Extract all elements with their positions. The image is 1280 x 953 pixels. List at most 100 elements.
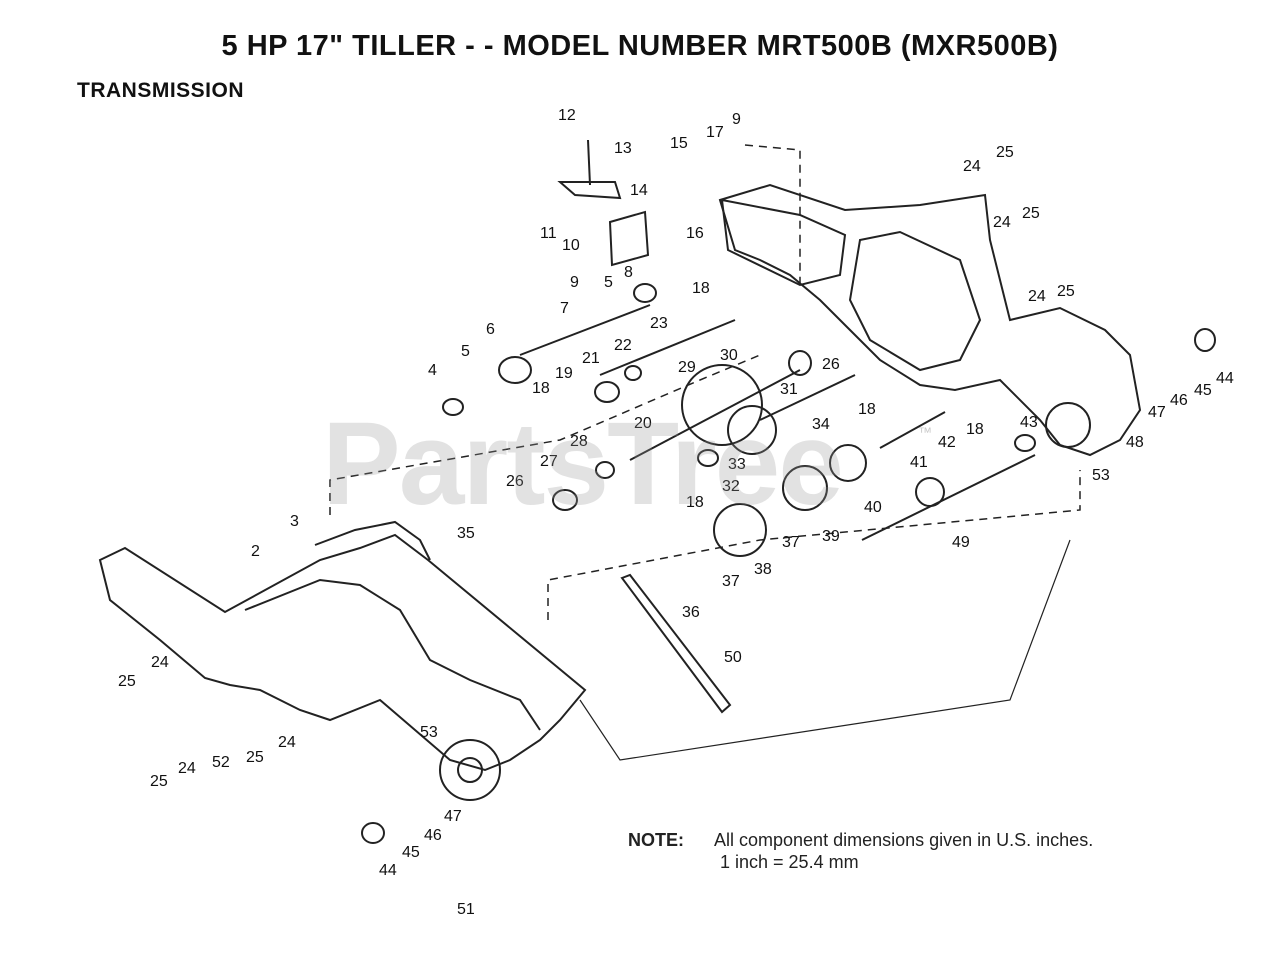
part-callout-27: 27 (540, 453, 558, 470)
part-callout-50: 50 (724, 649, 742, 666)
part-callout-11: 11 (540, 225, 557, 242)
note-label: NOTE: (628, 830, 684, 850)
part-callout-26: 26 (506, 473, 524, 490)
part-callout-25: 25 (118, 673, 136, 690)
part-callout-5: 5 (604, 274, 613, 291)
chain-50 (620, 573, 732, 714)
bearing-43 (1014, 434, 1036, 452)
part-callout-30: 30 (720, 347, 738, 364)
shaft-41 (879, 411, 946, 449)
part-callout-24: 24 (178, 760, 196, 777)
bearing-44-left (361, 822, 385, 844)
shaft-30 (629, 369, 801, 461)
part-callout-31: 31 (780, 381, 798, 398)
part-callout-24: 24 (151, 654, 169, 671)
reference-line-top (744, 144, 801, 290)
part-callout-45: 45 (1194, 382, 1212, 399)
part-callout-15: 15 (670, 135, 688, 152)
part-callout-51: 51 (457, 901, 475, 918)
watermark: PartsTree (322, 398, 844, 530)
part-callout-20: 20 (634, 415, 652, 432)
hub-53-left (439, 739, 501, 801)
sprocket-49 (915, 477, 945, 507)
part-callout-28: 28 (570, 433, 588, 450)
part-callout-43: 43 (1020, 414, 1038, 431)
shift-lever (557, 139, 622, 200)
right-side-plate-inner (848, 230, 982, 372)
part-callout-53: 53 (1092, 467, 1110, 484)
shaft-34 (759, 374, 856, 421)
part-callout-42: 42 (938, 434, 956, 451)
part-callout-33: 33 (728, 456, 746, 473)
sprocket-38 (713, 503, 767, 557)
shaft-23 (599, 319, 736, 376)
part-callout-45: 45 (402, 844, 420, 861)
part-callout-9: 9 (732, 111, 741, 128)
part-callout-25: 25 (996, 144, 1014, 161)
part-callout-14: 14 (630, 182, 648, 199)
diagram-title: 5 HP 17" TILLER - - MODEL NUMBER MRT500B… (221, 30, 1059, 62)
watermark-tm: ™ (918, 424, 932, 440)
part-callout-22: 22 (614, 337, 632, 354)
hub-53-left-inner (457, 757, 483, 783)
part-callout-24: 24 (1028, 288, 1046, 305)
reference-line-main (329, 354, 761, 515)
part-callout-21: 21 (582, 350, 600, 367)
part-callout-2: 2 (251, 543, 260, 560)
bearing-31 (788, 350, 812, 376)
hub-53-right (1045, 402, 1091, 448)
housing-block (720, 198, 847, 287)
part-callout-44: 44 (379, 862, 397, 879)
part-callout-24: 24 (963, 158, 981, 175)
bearing-8 (633, 283, 657, 303)
part-callout-19: 19 (555, 365, 573, 382)
part-callout-34: 34 (812, 416, 830, 433)
part-callout-18: 18 (686, 494, 704, 511)
bearing-6 (498, 356, 532, 384)
part-callout-9: 9 (570, 274, 579, 291)
part-callout-37: 37 (782, 534, 800, 551)
part-callout-38: 38 (754, 561, 772, 578)
part-callout-47: 47 (1148, 404, 1166, 421)
part-callout-13: 13 (614, 140, 632, 157)
sprocket-33 (727, 405, 777, 455)
part-callout-46: 46 (1170, 392, 1188, 409)
part-callout-25: 25 (1057, 283, 1075, 300)
part-callout-48: 48 (1126, 434, 1144, 451)
bearing-4 (442, 398, 464, 416)
part-callout-5: 5 (461, 343, 470, 360)
part-callout-3: 3 (290, 513, 299, 530)
part-callout-32: 32 (722, 478, 740, 495)
part-callout-35: 35 (457, 525, 475, 542)
bearing-28 (595, 461, 615, 479)
part-callout-7: 7 (560, 300, 569, 317)
part-callout-18: 18 (858, 401, 876, 418)
bearing-21 (594, 381, 620, 403)
part-callout-44: 44 (1216, 370, 1234, 387)
bearing-22 (624, 365, 642, 381)
part-callout-26: 26 (822, 356, 840, 373)
part-callout-12: 12 (558, 107, 576, 124)
part-callout-25: 25 (150, 773, 168, 790)
part-callout-25: 25 (246, 749, 264, 766)
sprocket-39 (782, 465, 828, 511)
part-callout-18: 18 (692, 280, 710, 297)
part-callout-47: 47 (444, 808, 462, 825)
part-callout-24: 24 (278, 734, 296, 751)
part-callout-8: 8 (624, 264, 633, 281)
part-callout-24: 24 (993, 214, 1011, 231)
part-callout-53: 53 (420, 724, 438, 741)
note-line1: All component dimensions given in U.S. i… (714, 830, 1094, 850)
part-callout-18: 18 (966, 421, 984, 438)
part-callout-40: 40 (864, 499, 882, 516)
shift-bracket (608, 210, 650, 267)
part-callout-4: 4 (428, 362, 437, 379)
part-callout-52: 52 (212, 754, 230, 771)
left-side-plate-inner (244, 578, 541, 731)
part-callout-25: 25 (1022, 205, 1040, 222)
part-callout-18: 18 (532, 380, 550, 397)
right-side-plate (718, 183, 1142, 457)
part-callout-37: 37 (722, 573, 740, 590)
left-side-plate (98, 533, 587, 772)
